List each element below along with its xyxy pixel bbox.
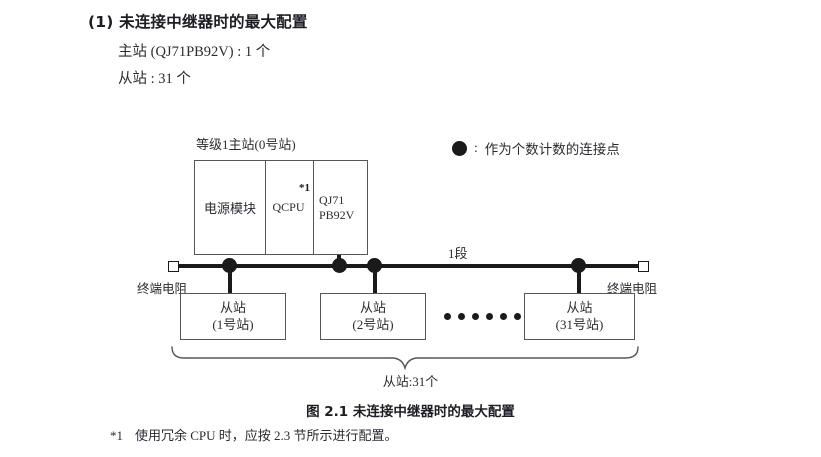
trunk-bus-line <box>176 264 640 268</box>
connection-point-dot <box>222 258 237 273</box>
slave-2-label-line1: 从站 <box>359 300 386 316</box>
connection-point-dot <box>332 258 347 273</box>
legend-label: 作为个数计数的连接点 <box>484 142 620 157</box>
connection-point-dot <box>571 258 586 273</box>
power-module-label: 电源模块 <box>203 201 256 216</box>
slave-31-label-line1: 从站 <box>566 300 593 316</box>
terminator-left-label: 终端电阻 <box>137 282 188 296</box>
slave-2-label-line2: (2号站) <box>352 316 394 332</box>
footnote: *1 使用冗余 CPU 时，应按 2.3 节所示进行配置。 <box>110 425 398 444</box>
network-module-label-line2: PB92V <box>319 207 355 222</box>
terminator-resistor-right-icon <box>638 261 649 272</box>
ellipsis-dot <box>500 313 507 320</box>
slave-31-label-line2: (31号站) <box>555 316 604 332</box>
slave-station-box-31: 从站 (31号站) <box>524 293 635 340</box>
figure-caption: 图 2.1 未连接中继器时的最大配置 <box>306 404 515 420</box>
slave-31-drop-line <box>577 266 581 294</box>
ellipsis-dot <box>444 313 451 320</box>
segment-label: 1段 <box>448 246 468 261</box>
slave-1-label-line2: (1号站) <box>212 316 254 332</box>
ellipsis-dot <box>486 313 493 320</box>
slave-2-drop-line <box>373 266 377 294</box>
slave-group-brace <box>171 346 639 370</box>
legend: : 作为个数计数的连接点 <box>452 138 620 158</box>
ellipsis-dots <box>444 313 521 320</box>
slave-1-drop-line <box>228 266 232 294</box>
filled-circle-icon <box>452 140 467 156</box>
master-count-line: 主站 (QJ71PB92V) : 1 个 <box>118 44 271 60</box>
network-module-label: QJ71 PB92V <box>314 193 367 222</box>
footnote-text: 使用冗余 CPU 时，应按 2.3 节所示进行配置。 <box>135 428 398 443</box>
cpu-module-label: QCPU <box>272 200 305 214</box>
master-station-label: 等级1主站(0号站) <box>196 137 296 152</box>
network-module-cell: QJ71 PB92V <box>314 161 367 254</box>
page-title: (1) 未连接中继器时的最大配置 <box>88 13 308 31</box>
slave-count-line: 从站 : 31 个 <box>118 71 191 87</box>
footnote-marker: *1 <box>299 182 310 194</box>
ellipsis-dot <box>472 313 479 320</box>
slave-group-label: 从站:31个 <box>382 374 439 389</box>
network-module-label-line1: QJ71 <box>319 192 345 207</box>
footnote-mark: *1 <box>110 428 123 443</box>
slave-1-label-line1: 从站 <box>219 300 246 316</box>
power-module-cell: 电源模块 <box>195 161 266 254</box>
terminator-right-label: 终端电阻 <box>607 282 658 296</box>
slave-station-box-2: 从站 (2号站) <box>320 293 426 340</box>
ellipsis-dot <box>458 313 465 320</box>
cpu-module-cell: QCPU *1 <box>266 161 314 254</box>
ellipsis-dot <box>514 313 521 320</box>
legend-separator: : <box>474 140 478 155</box>
slave-station-box-1: 从站 (1号站) <box>180 293 286 340</box>
master-station-box: 电源模块 QCPU *1 QJ71 PB92V <box>194 160 368 255</box>
terminator-resistor-left-icon <box>168 261 179 272</box>
connection-point-dot <box>367 258 382 273</box>
